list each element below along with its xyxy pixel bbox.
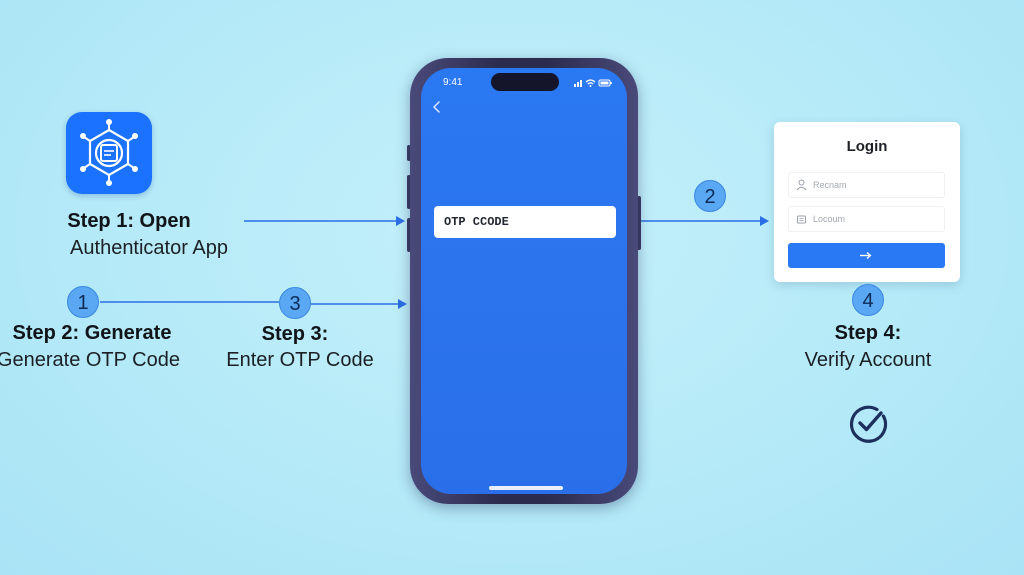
- login-title: Login: [846, 138, 888, 155]
- login-submit-button[interactable]: [788, 243, 945, 268]
- phone-screen: [421, 68, 627, 494]
- battery-icon: [598, 79, 612, 87]
- step2-number-badge: 1: [67, 286, 99, 318]
- step3-subtitle: Enter OTP Code: [226, 349, 374, 371]
- phone-power-button: [637, 196, 641, 250]
- check-circle-icon: [849, 405, 888, 443]
- phone-home-indicator[interactable]: [489, 486, 563, 490]
- chevron-left-icon[interactable]: [430, 100, 444, 114]
- password-field[interactable]: Locoum: [788, 206, 945, 232]
- lock-icon: [797, 215, 806, 224]
- cellular-signal-icon: [574, 80, 582, 87]
- phone-dynamic-island: [491, 73, 559, 91]
- step2-subtitle: Generate OTP Code: [0, 349, 180, 371]
- authenticator-app-icon[interactable]: [66, 112, 152, 194]
- phone-volume-down-button: [407, 218, 411, 252]
- wifi-icon: [585, 79, 596, 85]
- user-icon: [796, 179, 807, 191]
- step4-number-badge: 4: [852, 284, 884, 316]
- step4-title: Step 4:: [834, 322, 902, 344]
- arrow-right-icon: [860, 251, 872, 260]
- step2-title: Step 2: Generate: [12, 322, 172, 344]
- status-bar-icons: [574, 79, 612, 87]
- username-placeholder: Recnam: [813, 180, 847, 190]
- step1-title: Step 1: Open: [67, 210, 191, 232]
- step3-number-badge: 3: [279, 287, 311, 319]
- phone-status-time: 9:41: [443, 77, 463, 88]
- username-field[interactable]: Recnam: [788, 172, 945, 198]
- step4-subtitle: Verify Account: [804, 349, 932, 371]
- phone-volume-up-button: [407, 175, 411, 209]
- step1-subtitle: Authenticator App: [70, 237, 228, 259]
- flow-step-2-badge: 2: [694, 180, 726, 212]
- phone-silent-switch: [407, 145, 411, 161]
- password-placeholder: Locoum: [813, 214, 846, 224]
- otp-code-input[interactable]: OTP CCODE: [434, 206, 616, 238]
- step3-title: Step 3:: [261, 323, 329, 345]
